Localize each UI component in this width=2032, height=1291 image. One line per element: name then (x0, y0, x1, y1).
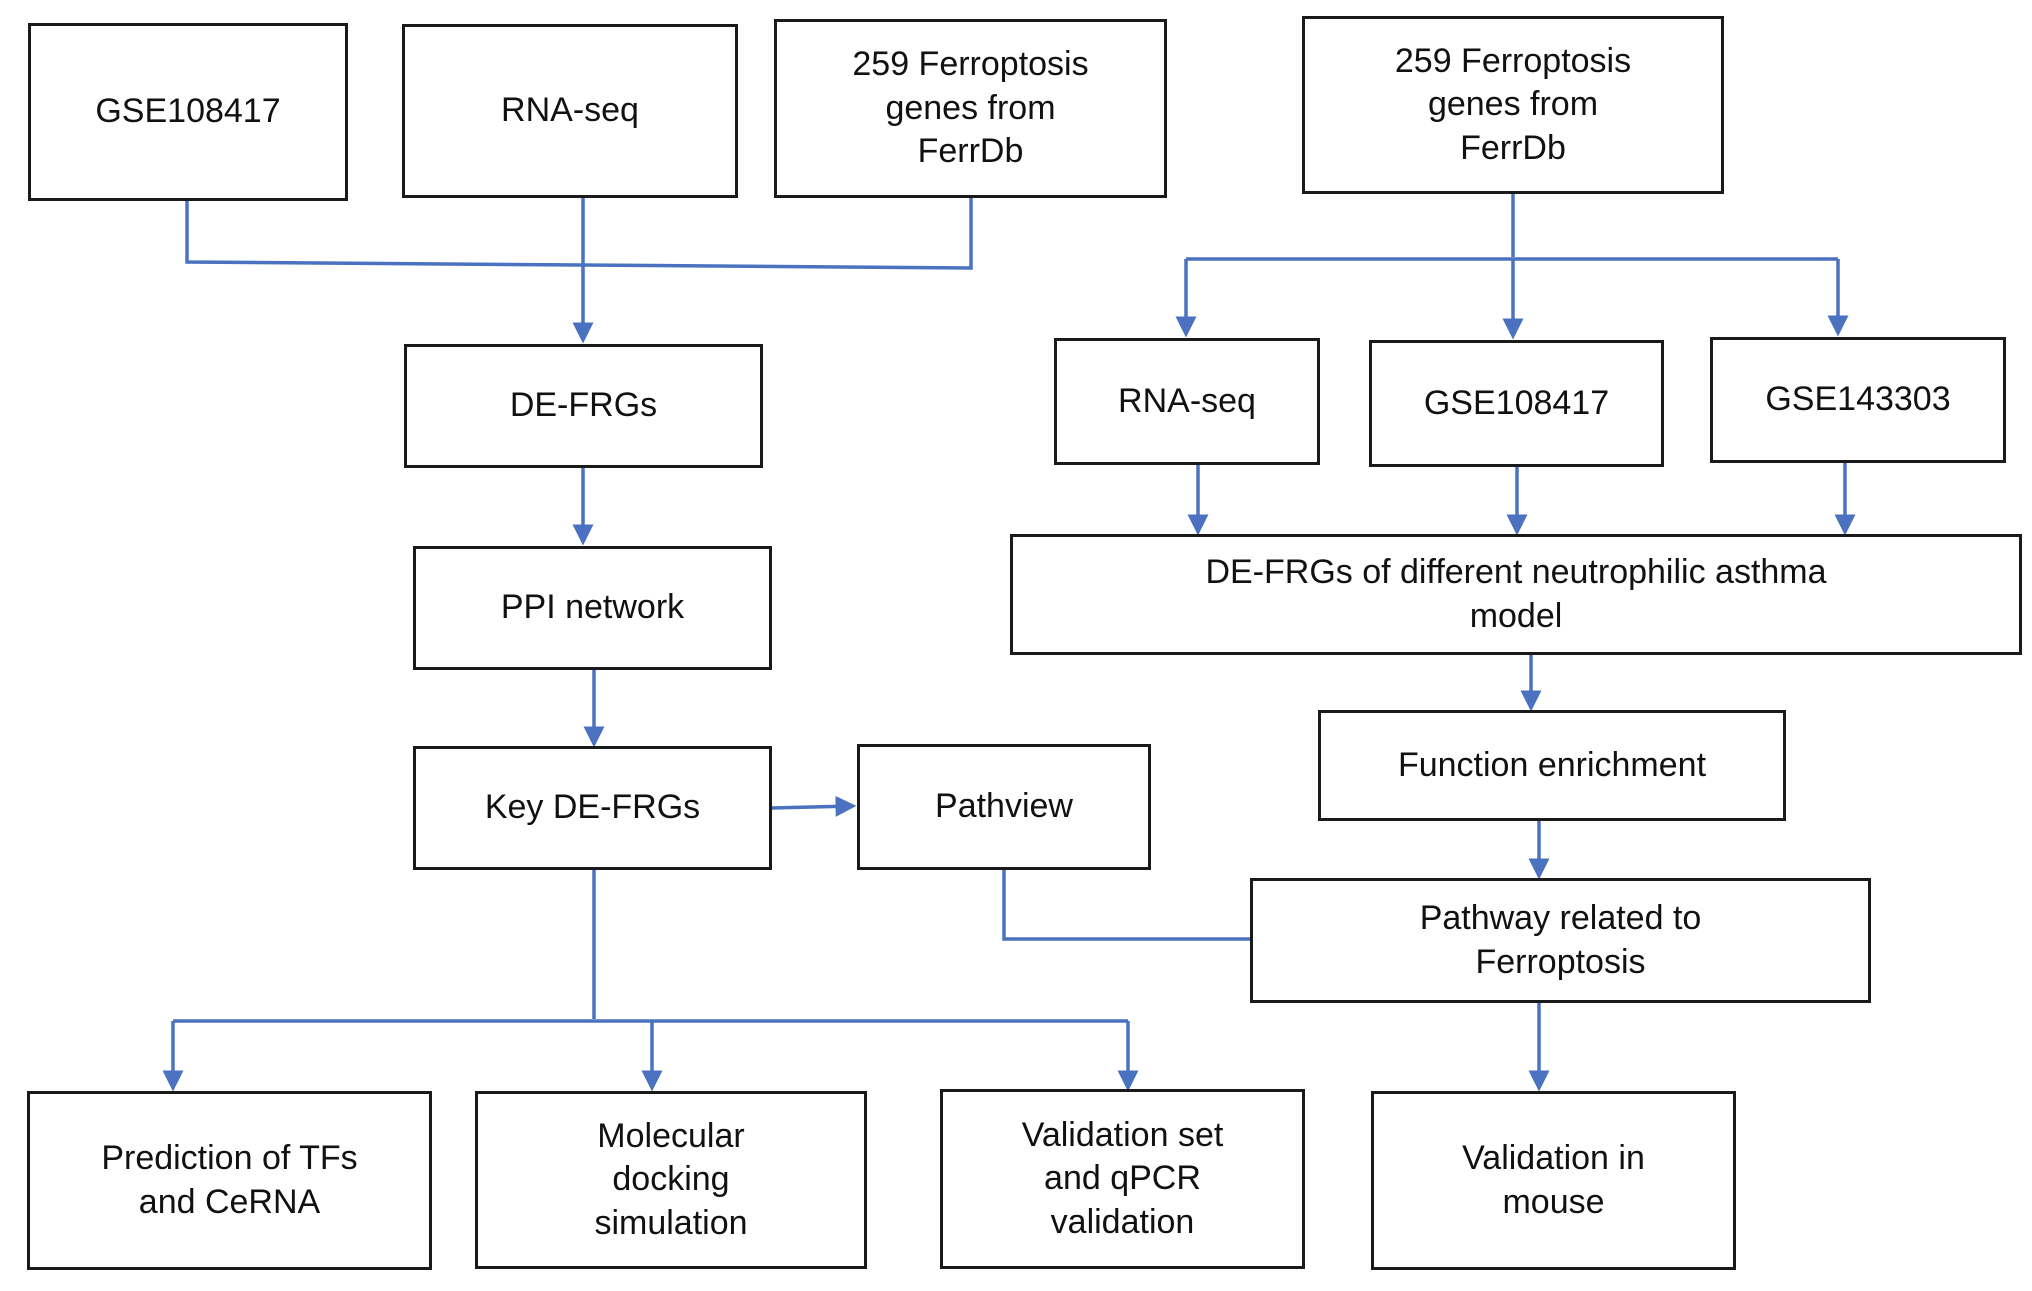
de-frgs-models-box: DE-FRGs of different neutrophilic asthma… (1010, 534, 2022, 655)
ferrdb-left-box: 259 Ferroptosis genes from FerrDb (774, 19, 1167, 198)
ppi-network-box: PPI network (413, 546, 772, 670)
gse108417-left-box: GSE108417 (28, 23, 348, 201)
pathview-to-pathway-line (1002, 870, 1252, 941)
merge-left-sources-line (185, 196, 973, 270)
validation-qpcr-box: Validation set and qPCR validation (940, 1089, 1305, 1269)
ferrdb-right-box: 259 Ferroptosis genes from FerrDb (1302, 16, 1724, 194)
rnaseq-right-box: RNA-seq (1054, 338, 1320, 465)
function-enrichment-box: Function enrichment (1318, 710, 1786, 821)
prediction-tfs-box: Prediction of TFs and CeRNA (27, 1091, 432, 1270)
de-frgs-box: DE-FRGs (404, 344, 763, 468)
rnaseq-left-box: RNA-seq (402, 24, 738, 198)
arrow-to-pathview (770, 795, 857, 817)
key-de-frgs-box: Key DE-FRGs (413, 746, 772, 870)
pathview-box: Pathview (857, 744, 1151, 870)
validation-mouse-box: Validation in mouse (1371, 1091, 1736, 1270)
molecular-docking-box: Molecular docking simulation (475, 1091, 867, 1269)
pathway-ferroptosis-box: Pathway related to Ferroptosis (1250, 878, 1871, 1003)
gse143303-box: GSE143303 (1710, 337, 2006, 463)
gse108417-right-box: GSE108417 (1369, 340, 1664, 467)
